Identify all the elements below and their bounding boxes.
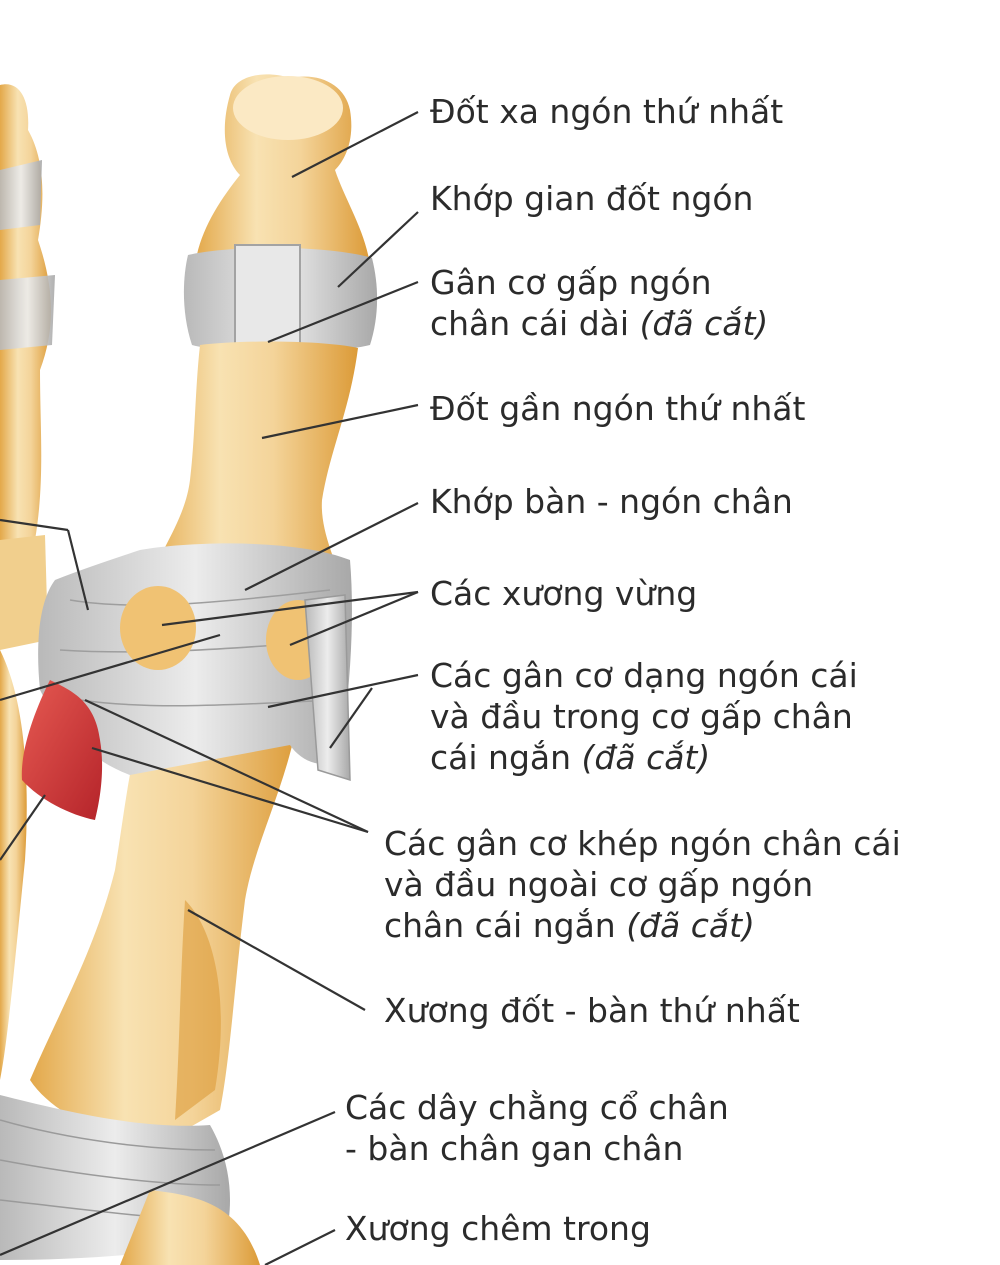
medial-cuneiform-bone (120, 1190, 260, 1265)
second-toe (0, 84, 55, 1080)
distal-phalanx-bone (195, 74, 370, 265)
label-flexor-hallucis-longus-tendon: Gân cơ gấp ngón chân cái dài (đã cắt) (430, 263, 769, 343)
first-metatarsal-bone (30, 693, 300, 1150)
label-distal-phalanx: Đốt xa ngón thứ nhất (430, 92, 784, 131)
label-metatarsophalangeal-joint: Khớp bàn - ngón chân (430, 482, 793, 521)
label-interphalangeal-joint: Khớp gian đốt ngón (430, 179, 754, 218)
proximal-phalanx-bone (145, 341, 358, 590)
label-plantar-tarsometatarsal-ligaments: Các dây chằng cổ chân - bàn chân gan châ… (345, 1088, 729, 1168)
label-medial-cuneiform: Xương chêm trong (345, 1209, 651, 1248)
label-adductor-tendons: Các gân cơ khép ngón chân cái và đầu ngo… (384, 824, 901, 945)
label-first-metatarsal: Xương đốt - bàn thứ nhất (384, 991, 800, 1030)
label-proximal-phalanx: Đốt gần ngón thứ nhất (430, 389, 806, 428)
label-sesamoid-bones: Các xương vừng (430, 574, 698, 613)
label-abductor-tendons: Các gân cơ dạng ngón cái và đầu trong cơ… (430, 656, 858, 777)
leader-lines (0, 111, 419, 1265)
muscle-stump (21, 680, 103, 820)
